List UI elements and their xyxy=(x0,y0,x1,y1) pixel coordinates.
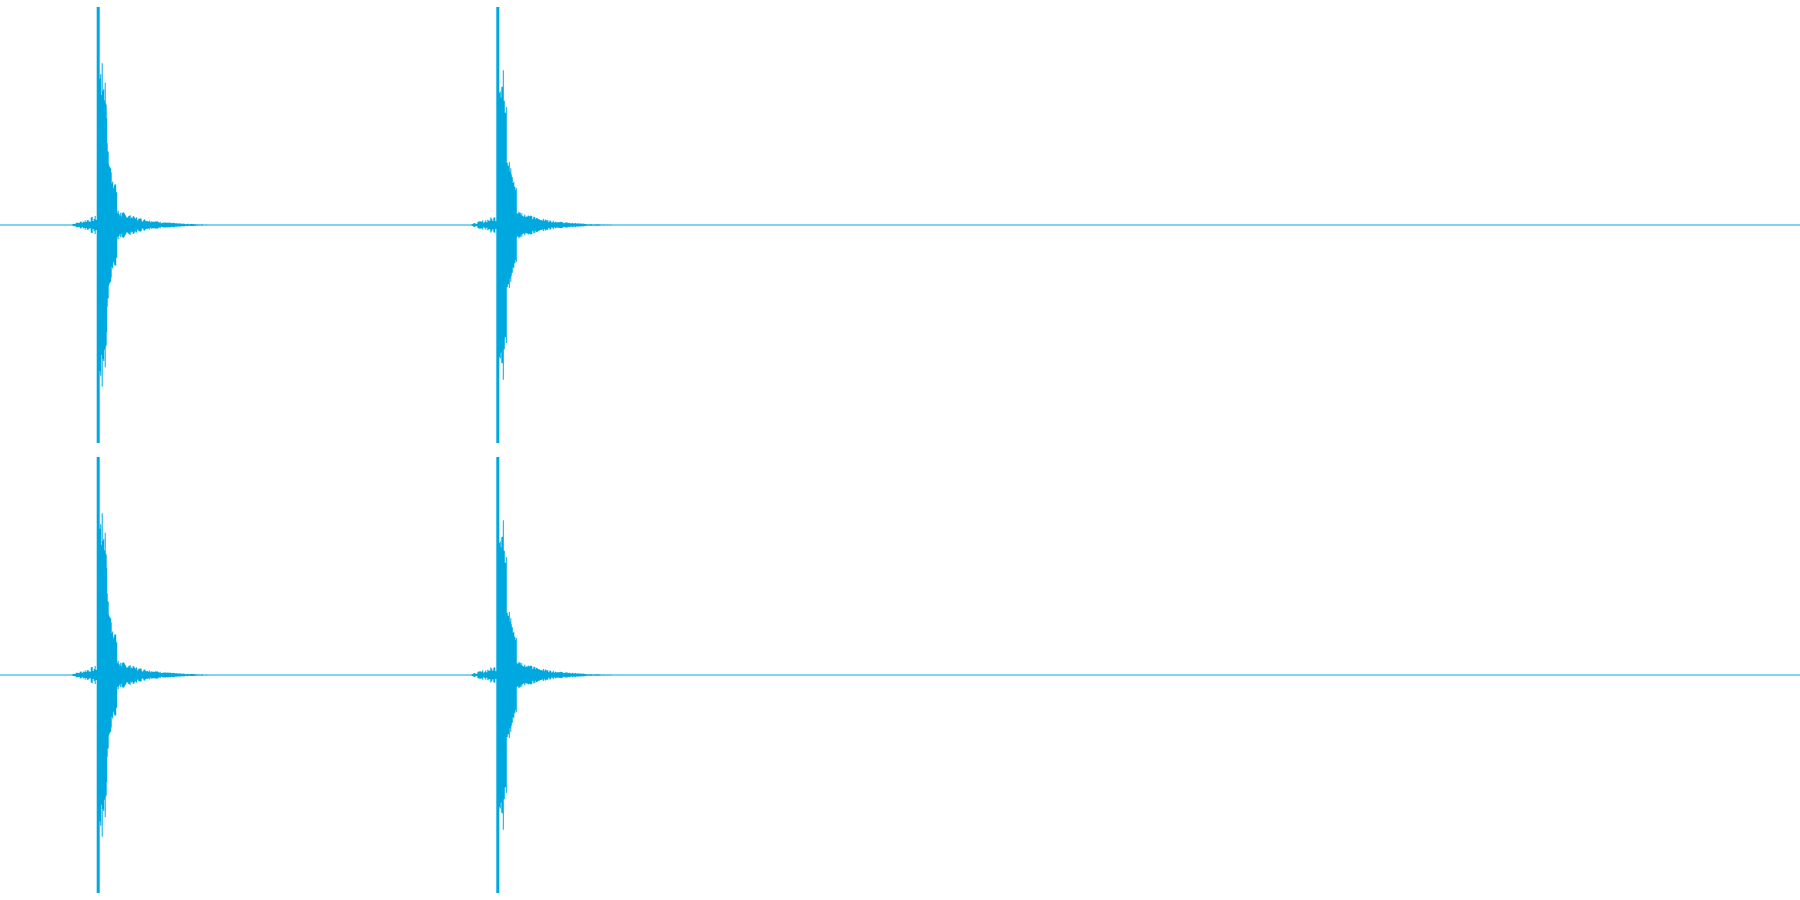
channel-1-transients xyxy=(69,7,650,443)
waveform-channel-2[interactable] xyxy=(0,450,1800,900)
waveform-channel-2-svg xyxy=(0,457,1800,893)
channel-2-transient-2 xyxy=(469,457,650,893)
channel-2-transients xyxy=(69,457,650,893)
waveform-channel-1-svg xyxy=(0,7,1800,443)
channel-1-transient-1 xyxy=(69,7,251,443)
channel-2-transient-1 xyxy=(69,457,251,893)
waveform-channel-1[interactable] xyxy=(0,0,1800,450)
channel-1-transient-2 xyxy=(469,7,650,443)
